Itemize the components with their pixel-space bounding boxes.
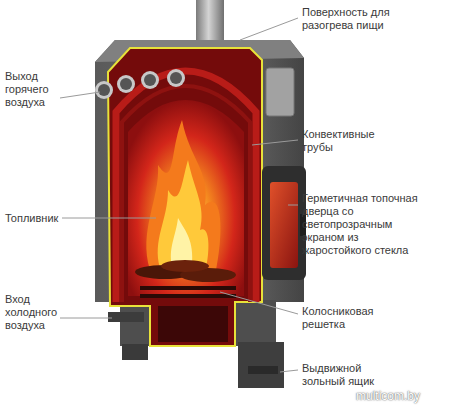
callout-label: Колосниковая решетка (302, 305, 402, 331)
flame (171, 218, 192, 266)
cutaway-section (108, 48, 262, 346)
callout-label: Конвективные трубы (302, 128, 402, 154)
drawer-handle (248, 366, 278, 374)
ash-pit (158, 306, 228, 342)
hot-air-outlets (95, 69, 185, 99)
convection-tube (122, 86, 250, 302)
name-plate (266, 68, 294, 116)
flame (146, 120, 220, 270)
leader-line (60, 18, 298, 372)
stove-foot (122, 344, 148, 360)
watermark: multicom.by (356, 390, 448, 403)
firebox-door (262, 166, 306, 280)
firebox-glow (128, 100, 244, 296)
air-inlet (108, 312, 144, 322)
callout-label: Выдвижной зольный ящик (302, 362, 402, 388)
door-glass (270, 182, 298, 268)
callout-label: Вход холодного воздуха (5, 293, 67, 332)
chimney-pipe (196, 0, 224, 44)
flame (158, 160, 209, 268)
convection-tube (116, 71, 256, 302)
callout-label: Топливник (5, 212, 75, 225)
firewood-log (161, 260, 209, 272)
callout-label: Поверхность для разогрева пищи (302, 6, 432, 32)
callout-label: Герметичная топочная дверца со светопроз… (302, 192, 420, 257)
ash-drawer (238, 342, 284, 388)
callout-label: Выход горячего воздуха (5, 70, 67, 109)
